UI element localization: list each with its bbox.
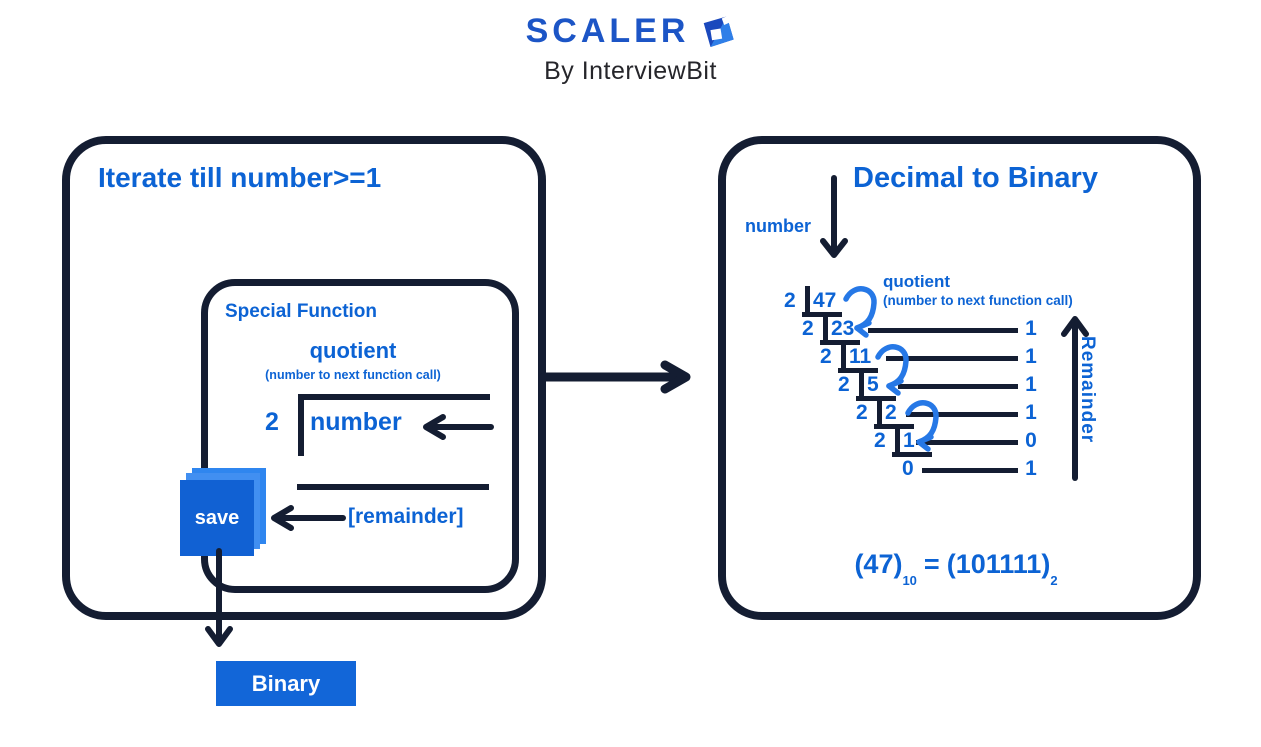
- remainder-bracket-label: [remainder]: [348, 505, 464, 528]
- ladder-bracket-underline: [802, 312, 842, 317]
- remainder-connector-line: [906, 412, 1018, 417]
- result-equals: =: [923, 549, 940, 579]
- header-logo: SCALER By InterviewBit: [0, 12, 1261, 86]
- ladder-bracket-underline: [856, 396, 896, 401]
- ladder-divisor: 2: [802, 317, 814, 340]
- special-function-title: Special Function: [225, 301, 378, 322]
- binary-button: Binary: [216, 661, 356, 706]
- remainder-digit: 0: [1025, 429, 1037, 452]
- remainder-digit: 1: [1025, 345, 1037, 368]
- ladder-dividend: 1: [903, 429, 915, 452]
- curved-quotient-arrow-icon: [905, 400, 939, 452]
- scaler-wordmark: SCALER: [525, 12, 690, 50]
- remainder-connector-line: [916, 440, 1018, 445]
- ladder-divisor: 2: [784, 289, 796, 312]
- ladder-divisor: 2: [838, 373, 850, 396]
- number-label: number: [745, 216, 812, 236]
- arrow-down-to-binary-icon: [205, 548, 233, 647]
- ladder-bracket-vline: [823, 314, 828, 345]
- left-panel-iterate: Iterate till number>=1 Special Function …: [62, 136, 546, 706]
- ladder-bracket-vline: [877, 398, 882, 429]
- ladder-divisor: 2: [820, 345, 832, 368]
- scaler-cube-icon: [704, 14, 735, 47]
- remainder-connector-line: [898, 384, 1018, 389]
- quotient-label: quotient: [309, 338, 397, 363]
- save-label: save: [194, 506, 240, 529]
- remainder-axis-label: Remainder: [1077, 336, 1098, 444]
- quotient-sub-label: (number to next function call): [265, 368, 441, 382]
- remainder-line: [297, 484, 489, 490]
- result-binary-base: 2: [1050, 573, 1058, 588]
- result-binary: (101111): [946, 549, 1051, 579]
- remainder-digit: 1: [1025, 401, 1037, 424]
- arrow-left-to-save-icon: [271, 505, 346, 531]
- ladder-bracket-vline: [841, 342, 846, 373]
- remainder-digit: 1: [1025, 457, 1037, 480]
- save-sheet-front: save: [180, 480, 254, 556]
- arrow-left-to-number-icon: [423, 414, 494, 440]
- right-panel-title: Decimal to Binary: [853, 162, 1098, 194]
- ladder-dividend: 2: [885, 401, 897, 424]
- remainder-digit: 1: [1025, 317, 1037, 340]
- logo-byline: By InterviewBit: [544, 57, 717, 85]
- ladder-bracket-vline: [895, 426, 900, 457]
- divisor-two: 2: [265, 408, 279, 436]
- remainder-connector-line: [886, 356, 1018, 361]
- curved-quotient-arrow-icon: [843, 286, 877, 338]
- ladder-dividend: 11: [849, 345, 872, 368]
- division-bracket-top-line: [298, 394, 490, 400]
- ladder-bracket-underline: [892, 452, 932, 457]
- ladder-bracket-vline: [805, 286, 810, 317]
- arrow-up-remainder-icon: [1061, 316, 1089, 481]
- result-decimal: (47): [854, 549, 903, 579]
- arrow-left-panel-to-right-panel-icon: [539, 360, 691, 394]
- ladder-bracket-underline: [874, 424, 914, 429]
- arrow-down-number-icon: [820, 175, 848, 258]
- ladder-bracket-vline: [859, 370, 864, 401]
- ladder-dividend: 5: [867, 373, 879, 396]
- curved-quotient-arrow-icon: [875, 344, 909, 396]
- right-panel-decimal-to-binary: Decimal to Binary number quotient (numbe…: [718, 136, 1201, 620]
- binary-button-label: Binary: [251, 670, 321, 696]
- ladder-divisor: 2: [874, 429, 886, 452]
- ladder-bracket-underline: [838, 368, 878, 373]
- result-decimal-base: 10: [902, 573, 917, 588]
- ladder-dividend: 0: [902, 457, 914, 480]
- ladder-divisor: 2: [856, 401, 868, 424]
- left-panel-title: Iterate till number>=1: [98, 162, 382, 193]
- remainder-digit: 1: [1025, 373, 1037, 396]
- ladder-dividend: 47: [813, 289, 837, 312]
- save-stack: save: [180, 468, 268, 558]
- quotient-sub-label-right: (number to next function call): [883, 293, 1073, 308]
- division-bracket-vertical-line: [298, 394, 304, 456]
- ladder-bracket-underline: [820, 340, 860, 345]
- dividend-number: number: [310, 408, 402, 436]
- ladder-dividend: 23: [831, 317, 855, 340]
- quotient-label-right: quotient: [883, 272, 951, 291]
- remainder-connector-line: [922, 468, 1018, 473]
- conversion-result: (47) 10 = (101111) 2: [826, 549, 1086, 588]
- remainder-connector-line: [868, 328, 1018, 333]
